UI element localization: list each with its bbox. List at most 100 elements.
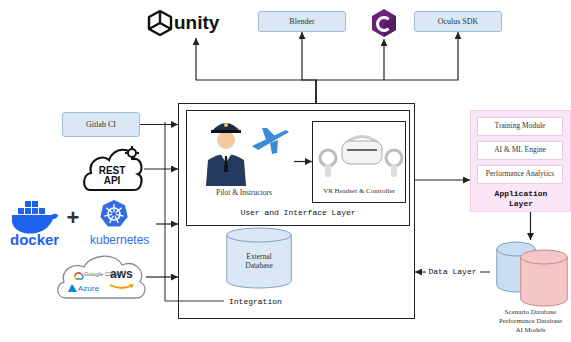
aws-smile-head bbox=[129, 284, 134, 289]
cloud-outline bbox=[58, 256, 145, 298]
connector-arrow bbox=[146, 276, 178, 277]
gc-red bbox=[75, 273, 81, 276]
device-label: VR Headset & Controller bbox=[323, 187, 395, 195]
database-name: AI Models bbox=[515, 326, 545, 334]
unity-logo-arms bbox=[149, 11, 171, 29]
right-controller-grip bbox=[391, 164, 397, 177]
database-group: Scenario DatabasePerformance DatabaseAI … bbox=[490, 240, 571, 336]
interface-layer: User and Interface Layer Pilot & Instruct… bbox=[186, 110, 410, 226]
cylinder-body bbox=[227, 228, 292, 288]
integration-bracket-line bbox=[165, 122, 224, 301]
pilot-face bbox=[217, 131, 235, 149]
docker-whale bbox=[12, 201, 58, 234]
connector-arrow bbox=[144, 168, 178, 169]
container bbox=[25, 208, 31, 214]
csharp-c-mark bbox=[378, 18, 389, 31]
gc-yellow bbox=[75, 276, 76, 279]
layer-label: Application Layer bbox=[491, 189, 551, 208]
actor-label: Pilot & Instructors bbox=[216, 189, 272, 198]
connector-arrow bbox=[302, 32, 316, 103]
kubernetes-spokes bbox=[104, 204, 123, 223]
csharp-hexagon bbox=[372, 9, 396, 37]
airplane-wing bbox=[262, 128, 276, 140]
tool-box: Oculus SDK bbox=[414, 11, 502, 32]
tool-label: Oculus SDK bbox=[438, 17, 479, 26]
service-label: Gitlab CI bbox=[86, 120, 116, 129]
connector-arrow bbox=[140, 124, 178, 125]
kubernetes-logo bbox=[100, 200, 127, 227]
brand-name: docker bbox=[10, 231, 59, 248]
plus-sign: + bbox=[67, 207, 80, 229]
right-controller-ring bbox=[386, 150, 402, 166]
user-figure: Pilot & Instructors bbox=[194, 116, 294, 202]
connector-arrow bbox=[316, 32, 458, 103]
google-cloud-icon bbox=[75, 273, 83, 279]
connector-arrow bbox=[415, 179, 470, 180]
left-controller-ring bbox=[320, 150, 336, 166]
kubernetes-heptagon bbox=[100, 200, 127, 227]
api-label: REST API bbox=[94, 166, 130, 187]
azure-icon bbox=[68, 284, 77, 292]
left-controller-grip bbox=[325, 164, 331, 177]
brand-name: kubernetes bbox=[90, 234, 149, 248]
container bbox=[32, 201, 38, 207]
tool-box: Blender bbox=[258, 11, 346, 32]
cylinder-rim bbox=[521, 257, 568, 264]
connector-arrow bbox=[294, 161, 312, 162]
airplane-wing bbox=[270, 140, 278, 154]
module-label: Performance Analytics bbox=[486, 170, 555, 179]
aws-smile bbox=[110, 284, 134, 289]
layer-label: Data Layer bbox=[428, 267, 476, 276]
vr-headset bbox=[320, 137, 402, 178]
cylinder-body bbox=[521, 250, 568, 306]
pilot-figure bbox=[206, 123, 246, 186]
database-label: External Database bbox=[237, 252, 281, 270]
module-box: AI & ML Engine bbox=[477, 141, 563, 160]
connector-arrow bbox=[530, 212, 531, 240]
api-gear bbox=[125, 146, 139, 160]
container bbox=[18, 208, 24, 214]
airplane bbox=[252, 128, 289, 154]
pilot-cap-badge bbox=[224, 123, 228, 127]
cylinder-rim bbox=[227, 235, 292, 242]
database-cylinder: External Database bbox=[226, 228, 292, 288]
module-box: Performance Analytics bbox=[477, 165, 563, 184]
whale-body bbox=[12, 214, 58, 234]
layer-label: User and Interface Layer bbox=[240, 208, 355, 217]
module-box: Training Module bbox=[477, 117, 563, 136]
container bbox=[25, 201, 31, 207]
csharp-logo bbox=[372, 9, 396, 37]
module-label: Training Module bbox=[495, 122, 546, 131]
pilot-body bbox=[206, 154, 246, 186]
container bbox=[39, 208, 45, 214]
service-box: Gitlab CI bbox=[62, 112, 140, 137]
database-name: Performance Database bbox=[499, 317, 562, 325]
system-boundary: Integration User and Interface Layer Pilot… bbox=[178, 103, 415, 319]
api-icon: REST API bbox=[82, 144, 144, 194]
logo-label: unity bbox=[146, 8, 246, 38]
device-box: VR Headset & Controller bbox=[312, 121, 406, 203]
aws-smile-curve bbox=[110, 285, 133, 288]
unity-logo-outline bbox=[149, 11, 171, 35]
pilot-tie bbox=[224, 156, 228, 172]
layer-label: Integration bbox=[229, 297, 282, 306]
cloud-providers: Google CloudAzureaws bbox=[54, 252, 146, 302]
container-logos: docker kubernetes bbox=[6, 198, 156, 250]
headset-visor bbox=[347, 149, 377, 151]
pilot-cap bbox=[212, 123, 240, 131]
headset-body bbox=[342, 141, 382, 164]
pilot-cap-brim bbox=[211, 130, 241, 133]
application-layer: Application Layer Training Module AI & ML … bbox=[470, 110, 571, 212]
module-label: AI & ML Engine bbox=[494, 146, 546, 155]
connector-arrow bbox=[156, 223, 178, 224]
csharp-arrow bbox=[383, 39, 384, 80]
gc-green bbox=[76, 278, 82, 280]
provider-name: aws bbox=[110, 268, 133, 282]
azure-right bbox=[72, 285, 78, 292]
tool-label: Blender bbox=[289, 17, 314, 26]
connector-arrow bbox=[196, 38, 316, 103]
container bbox=[32, 208, 38, 214]
unity-logo bbox=[149, 11, 171, 35]
logo-wordmark: unity bbox=[174, 12, 219, 34]
label-patch: Data Layer bbox=[425, 267, 479, 276]
